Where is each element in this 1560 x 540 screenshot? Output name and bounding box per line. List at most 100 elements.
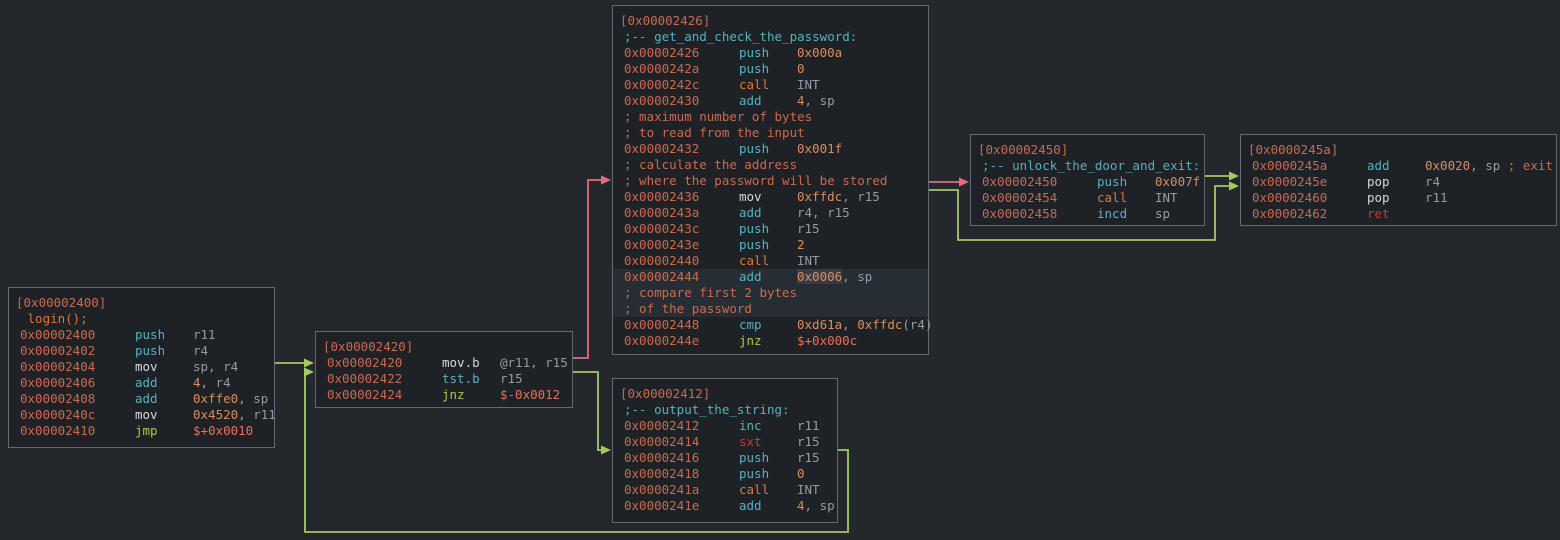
comment-line: ; compare first 2 bytes: [613, 285, 928, 301]
instruction-address: 0x00002422: [327, 371, 403, 386]
flag-comment: ;-- output_the_string:: [624, 402, 790, 417]
mnemonic: push: [1097, 174, 1128, 189]
mnemonic: jnz: [739, 333, 762, 348]
asm-line: 0x0000243c push r15: [613, 221, 928, 237]
mnemonic: call: [1097, 190, 1128, 205]
operand: r4, r15: [797, 205, 850, 220]
instruction-address: 0x0000242a: [624, 61, 700, 76]
asm-line: 0x0000242a push 0: [613, 61, 928, 77]
operand: 0: [797, 61, 805, 76]
block-header: [0x00002426]: [620, 13, 711, 28]
instruction-address: 0x00002440: [624, 253, 700, 268]
operand: r15: [797, 221, 820, 236]
operand: r11: [193, 327, 216, 342]
instruction-address: 0x00002420: [327, 355, 403, 370]
operand: 4: [193, 375, 201, 390]
operand: (r4): [902, 317, 933, 332]
operand: 4: [797, 93, 805, 108]
operand: r15: [500, 371, 523, 386]
instruction-address: 0x0000242c: [624, 77, 700, 92]
instruction-address: 0x00002406: [20, 375, 96, 390]
operand: , r11: [238, 407, 276, 422]
instruction-address: 0x00002462: [1252, 206, 1328, 221]
instruction-address: 0x00002402: [20, 343, 96, 358]
instruction-address: 0x0000241e: [624, 498, 700, 513]
operand: , sp: [804, 498, 835, 513]
mnemonic: push: [739, 450, 770, 465]
comment-line: ; where the password will be stored: [624, 173, 888, 188]
mnemonic: add: [739, 205, 762, 220]
operand: 0x007f: [1155, 174, 1201, 189]
basic-block-0x00002426[interactable]: [0x00002426];-- get_and_check_the_passwo…: [612, 5, 933, 355]
operand: 0xffdc: [857, 317, 903, 332]
mnemonic: inc: [739, 418, 762, 433]
mnemonic: jnz: [442, 387, 465, 402]
operand: r11: [1425, 190, 1448, 205]
operand: 4: [797, 498, 805, 513]
operand: ,: [842, 317, 858, 332]
operand: @r11, r15: [500, 355, 568, 370]
basic-block-0x00002412[interactable]: [0x00002412];-- output_the_string: 0x0000…: [612, 378, 838, 523]
mnemonic: push: [739, 61, 770, 76]
mnemonic: add: [739, 498, 762, 513]
edge-arrowhead-icon: [304, 358, 314, 368]
mnemonic: mov: [135, 407, 158, 422]
instruction-address: 0x00002458: [982, 206, 1058, 221]
instruction-address: 0x0000243c: [624, 221, 700, 236]
edge-arrowhead-icon: [1229, 181, 1239, 191]
mnemonic: push: [135, 327, 166, 342]
instruction-address: 0x00002460: [1252, 190, 1328, 205]
instruction-address: 0x00002450: [982, 174, 1058, 189]
asm-line: 0x0000243a add r4, r15: [613, 205, 928, 221]
block-header: [0x00002412]: [620, 386, 711, 401]
mnemonic: sxt: [739, 434, 762, 449]
mnemonic: push: [739, 141, 770, 156]
operand: , sp: [1470, 158, 1508, 173]
instruction-address: 0x00002432: [624, 141, 700, 156]
operand: , sp: [842, 269, 873, 284]
mnemonic: add: [1367, 158, 1390, 173]
mnemonic: push: [739, 237, 770, 252]
basic-block-0x00002450[interactable]: [0x00002450];-- unlock_the_door_and_exit…: [970, 134, 1205, 226]
operand: 0x001f: [797, 141, 843, 156]
instruction-address: 0x0000243a: [624, 205, 700, 220]
operand: 0xffe0: [193, 391, 239, 406]
edge-arrowhead-icon: [959, 177, 969, 187]
operand: , sp: [238, 391, 269, 406]
instruction-address: 0x00002448: [624, 317, 700, 332]
instruction-address: 0x00002410: [20, 423, 96, 438]
mnemonic: push: [739, 221, 770, 236]
mnemonic: push: [739, 466, 770, 481]
mnemonic: mov: [135, 359, 158, 374]
instruction-address: 0x00002454: [982, 190, 1058, 205]
block-header: [0x00002420]: [323, 339, 414, 354]
instruction-address: 0x00002436: [624, 189, 700, 204]
operand: $+0x0010: [193, 423, 254, 438]
mnemonic: call: [739, 77, 770, 92]
instruction-address: 0x00002424: [327, 387, 403, 402]
mnemonic: call: [739, 482, 770, 497]
operand: $+0x000c: [797, 333, 858, 348]
operand: r11: [797, 418, 820, 433]
mnemonic: mov: [739, 189, 762, 204]
operand: ; exit: [1507, 158, 1553, 173]
comment-line: ; maximum number of bytes: [624, 109, 813, 124]
operand: , r15: [842, 189, 880, 204]
